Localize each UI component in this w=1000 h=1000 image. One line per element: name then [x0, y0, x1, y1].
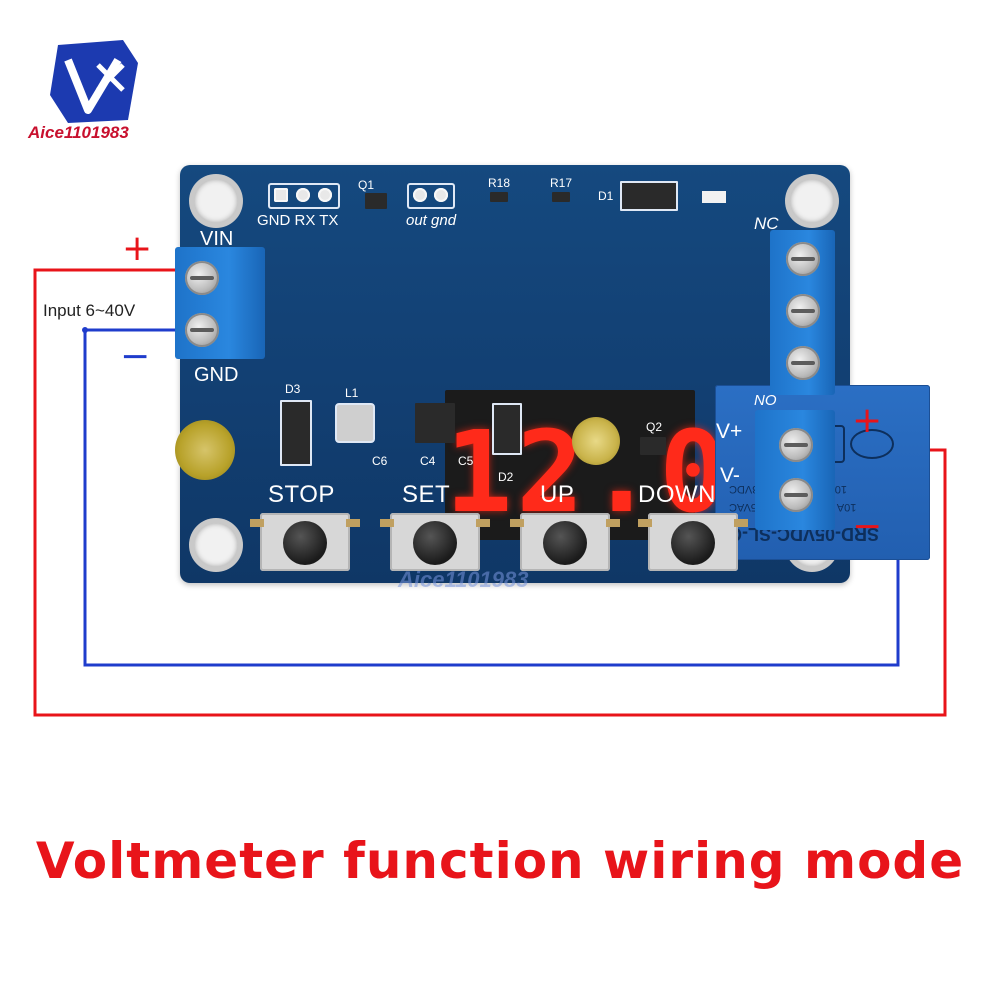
- label-c6: C6: [372, 454, 388, 468]
- label-nc: NC: [754, 214, 779, 233]
- screw-icon: [779, 478, 813, 512]
- mount-hole: [790, 179, 834, 223]
- screw-icon: [786, 242, 820, 276]
- screw-icon: [786, 294, 820, 328]
- chip-ic: [415, 403, 455, 443]
- left-minus-sign: −: [120, 336, 151, 377]
- transistor-q1: [365, 193, 387, 209]
- screw-icon: [786, 346, 820, 380]
- label-down: DOWN: [638, 481, 716, 508]
- mount-hole: [194, 179, 238, 223]
- label-c5: C5: [458, 454, 474, 468]
- electrolytic-capacitor: [175, 420, 235, 480]
- sense-terminal: [755, 410, 835, 530]
- up-button[interactable]: [510, 513, 620, 571]
- set-button[interactable]: [380, 513, 490, 571]
- resistor-r18: [490, 192, 508, 202]
- label-set: SET: [402, 481, 451, 508]
- input-voltage-label: Input 6~40V: [40, 300, 139, 322]
- mount-hole: [194, 523, 238, 567]
- uart-header: [268, 183, 340, 209]
- screw-icon: [185, 261, 219, 295]
- relay-board: GND RX TX Q1 out gnd R18 R17 D1 VIN GND …: [175, 165, 930, 592]
- logo-text: Aice1101983: [28, 123, 129, 142]
- label-gnd-rx-tx: GND RX TX: [257, 212, 339, 229]
- buzzer: [572, 417, 620, 465]
- diode-d2: [492, 403, 522, 455]
- relay-terminal: [770, 230, 835, 395]
- label-stop: STOP: [268, 481, 335, 508]
- logo-shield-icon: [50, 40, 138, 123]
- down-button[interactable]: [638, 513, 748, 571]
- label-vin: VIN: [200, 228, 234, 250]
- screw-icon: [779, 428, 813, 462]
- label-no: NO: [754, 392, 777, 409]
- input-terminal: [175, 247, 265, 359]
- brand-logo: Aice1101983: [28, 35, 158, 145]
- label-r18: R18: [488, 176, 511, 190]
- stop-button[interactable]: [250, 513, 360, 571]
- watermark: Aice1101983: [398, 567, 529, 592]
- right-minus-sign: −: [852, 506, 883, 547]
- label-q2: Q2: [646, 420, 663, 434]
- out-header: [407, 183, 455, 209]
- transistor-q2: [640, 437, 666, 455]
- led-indicator: [702, 191, 726, 203]
- right-plus-sign: +: [852, 400, 883, 441]
- label-d1: D1: [598, 189, 614, 203]
- label-up: UP: [540, 481, 575, 508]
- label-gnd: GND: [194, 364, 239, 386]
- resistor-r17: [552, 192, 570, 202]
- diode-d3: [280, 400, 312, 466]
- label-v-minus: V-: [720, 464, 740, 487]
- caption: Voltmeter function wiring mode: [35, 832, 965, 890]
- cqc-icon: [850, 429, 894, 459]
- label-q1: Q1: [358, 178, 375, 192]
- label-r17: R17: [550, 176, 573, 190]
- label-c4: C4: [420, 454, 436, 468]
- label-v-plus: V+: [716, 420, 743, 443]
- screw-icon: [185, 313, 219, 347]
- label-l1: L1: [345, 386, 359, 400]
- left-plus-sign: +: [122, 228, 153, 269]
- label-d2: D2: [498, 470, 514, 484]
- label-d3: D3: [285, 382, 301, 396]
- inductor-l1: [335, 403, 375, 443]
- label-out-gnd: out gnd: [406, 212, 457, 229]
- diode-d1: [620, 181, 678, 211]
